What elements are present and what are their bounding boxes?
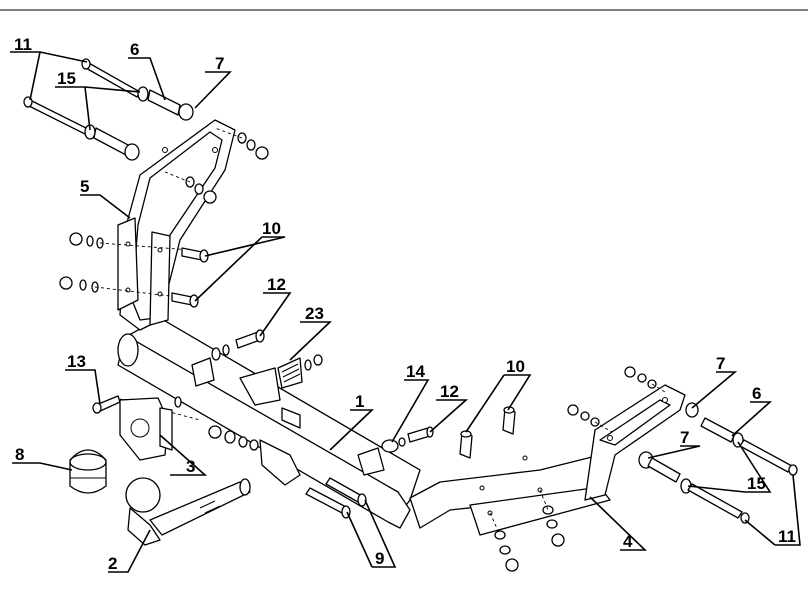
callout-2: 2 <box>108 554 117 573</box>
callout-7-right-mid: 7 <box>680 428 689 447</box>
crossbeam-part-1 <box>117 317 611 536</box>
tow-ball-part-2 <box>125 477 251 546</box>
callout-11-top: 11 <box>14 35 32 54</box>
callout-leaders <box>10 51 801 573</box>
callout-labels: 11 15 6 7 5 10 12 23 13 14 12 10 1 3 8 2… <box>14 35 796 573</box>
callout-7-right-top: 7 <box>716 354 725 373</box>
callout-6-top: 6 <box>130 40 139 59</box>
callout-15-top: 15 <box>57 69 76 88</box>
callout-10-top: 10 <box>262 219 281 238</box>
callout-3: 3 <box>186 457 195 476</box>
callout-23: 23 <box>305 304 324 323</box>
callout-11-right: 11 <box>778 527 796 546</box>
callout-12-top: 12 <box>267 275 286 294</box>
callout-14: 14 <box>406 362 425 381</box>
callout-4: 4 <box>623 532 633 551</box>
left-bracket-nuts <box>59 127 269 308</box>
ball-cover-part-8 <box>69 449 107 494</box>
callout-12-mid: 12 <box>440 382 459 401</box>
callout-7-top: 7 <box>215 54 224 73</box>
callout-1: 1 <box>355 392 364 411</box>
callout-6-right: 6 <box>752 384 761 403</box>
callout-9: 9 <box>375 549 384 568</box>
lower-bolts-part-9 <box>208 407 367 519</box>
callout-15-right: 15 <box>747 474 766 493</box>
right-bracket-part-4 <box>479 384 686 516</box>
top-left-bolts <box>23 58 194 161</box>
left-bracket-part-5 <box>117 119 236 331</box>
callout-10-mid: 10 <box>506 357 525 376</box>
callout-13: 13 <box>67 352 86 371</box>
callout-5: 5 <box>80 177 89 196</box>
center-hardware <box>92 329 434 476</box>
right-bracket-nuts <box>567 366 666 433</box>
callout-8: 8 <box>15 445 24 464</box>
